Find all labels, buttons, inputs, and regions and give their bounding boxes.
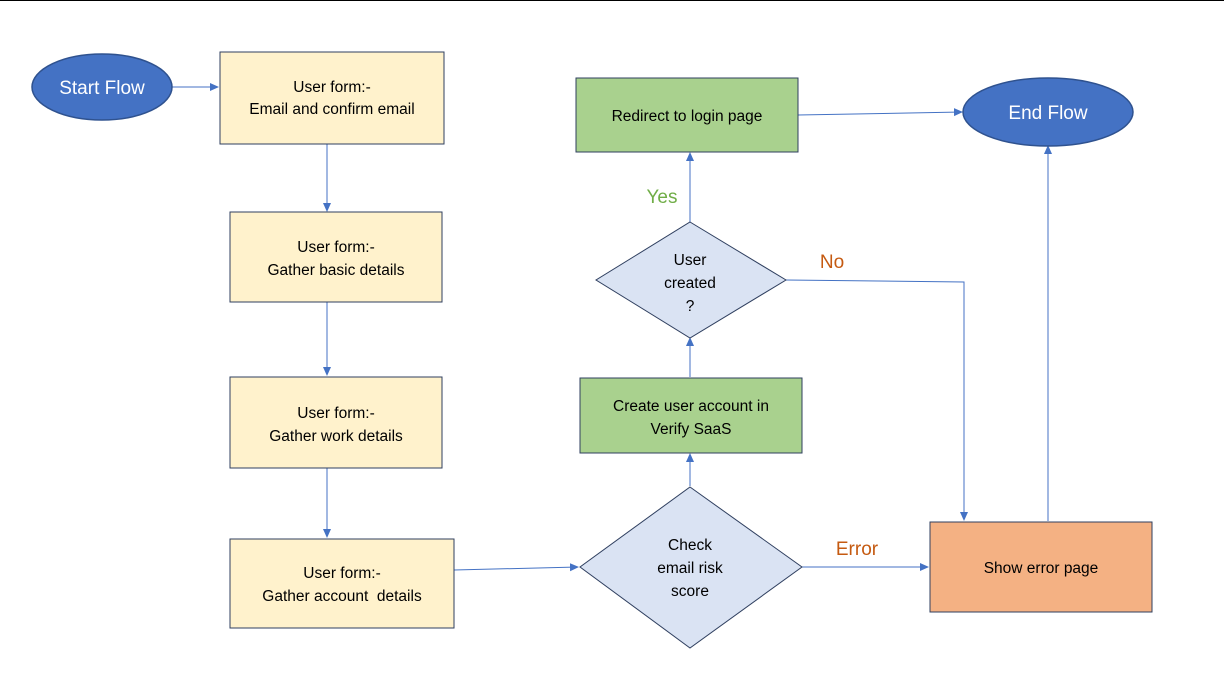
- start-node: Start Flow: [31, 53, 173, 121]
- edge-decision-no-to-error: [785, 279, 968, 521]
- email-form-box: User form:- Email and confirm email: [219, 51, 445, 145]
- edge-label-yes: Yes: [647, 187, 678, 208]
- connectors: [172, 83, 1052, 572]
- work-form-box: User form:- Gather work details: [229, 376, 443, 469]
- error-page-box: Show error page: [929, 521, 1153, 613]
- edge-label-no: No: [820, 252, 844, 273]
- account-form-box: User form:- Gather account details: [229, 538, 455, 629]
- create-account-box: Create user account in Verify SaaS: [579, 377, 803, 454]
- edge-redirect-to-end: [797, 108, 963, 117]
- edge-account-to-check: [453, 563, 579, 572]
- check-risk-diamond: Check email risk score: [579, 486, 803, 649]
- user-created-diamond: User created ?: [595, 221, 787, 339]
- top-border: [0, 0, 1224, 1]
- edge-label-error: Error: [836, 539, 879, 560]
- end-node: End Flow: [962, 77, 1134, 147]
- basic-form-box: User form:- Gather basic details: [229, 211, 443, 303]
- redirect-box: Redirect to login page: [575, 77, 799, 153]
